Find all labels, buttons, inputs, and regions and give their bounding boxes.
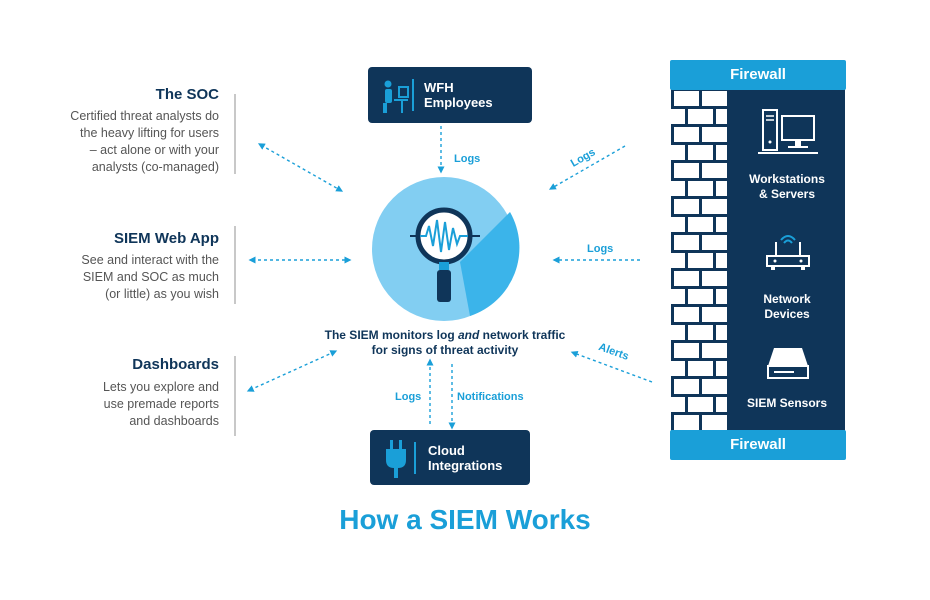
brick-line <box>671 214 727 217</box>
divider <box>234 356 236 436</box>
cloud-logs-label: Logs <box>395 391 422 403</box>
soc-title: The SOC <box>155 86 219 103</box>
divider <box>234 94 236 174</box>
brick-joint <box>685 250 688 268</box>
brick-line <box>671 106 727 109</box>
brick-joint <box>671 304 674 322</box>
plug-icon <box>386 440 406 478</box>
brick-joint <box>671 268 674 286</box>
brick-joint <box>685 394 688 412</box>
brick-joint <box>671 160 674 178</box>
webapp-title: SIEM Web App <box>114 230 219 247</box>
brick-joint <box>671 376 674 394</box>
cloud-integrations-box: Cloud Integrations <box>370 430 530 485</box>
network-devices-label: Network Devices <box>763 292 811 321</box>
brick-joint <box>713 358 716 376</box>
computer-icon <box>758 109 818 154</box>
firewall-bottom-bar: Firewall <box>670 430 846 460</box>
brick-joint <box>671 340 674 358</box>
firewall-bottom-label: Firewall <box>730 436 786 453</box>
cloud-label: Cloud Integrations <box>428 443 503 473</box>
siem-sensors-label: SIEM Sensors <box>746 396 828 410</box>
brick-joint <box>699 340 702 358</box>
brick-joint <box>713 106 716 124</box>
brick-joint <box>685 178 688 196</box>
wfh-label: WFH Employees <box>424 80 493 110</box>
brick-joint <box>713 214 716 232</box>
brick-joint <box>685 142 688 160</box>
brick-line <box>671 358 727 361</box>
workstations-label: Workstations & Servers <box>749 172 825 201</box>
brick-line <box>671 286 727 289</box>
brick-joint <box>713 286 716 304</box>
brick-joint <box>713 142 716 160</box>
brick-joint <box>671 196 674 214</box>
dashboards-title: Dashboards <box>132 356 219 373</box>
brick-joint <box>699 376 702 394</box>
siem-caption: The SIEM monitors log and network traffi… <box>324 328 566 357</box>
brick-line <box>671 178 727 181</box>
brick-line <box>671 394 727 397</box>
firewall-top-bar: Firewall <box>670 60 846 90</box>
brick-joint <box>713 178 716 196</box>
desk-worker-icon <box>383 80 409 113</box>
divider <box>234 226 236 304</box>
webapp-description: See and interact with the SIEM and SOC a… <box>81 253 219 301</box>
brick-joint <box>685 286 688 304</box>
brick-joint <box>713 322 716 340</box>
brick-joint <box>699 88 702 106</box>
brick-line <box>671 250 727 253</box>
firewall-top-label: Firewall <box>730 66 786 83</box>
siem-magnifier-icon <box>372 177 520 321</box>
logs-diag-arrow <box>548 145 626 190</box>
brick-joint <box>699 160 702 178</box>
alerts-arrow <box>570 350 653 383</box>
brick-joint <box>699 196 702 214</box>
brick-line <box>671 142 727 145</box>
brick-joint <box>699 124 702 142</box>
dashboards-description: Lets you explore and use premade reports… <box>102 380 219 428</box>
brick-joint <box>699 304 702 322</box>
wfh-logs-label: Logs <box>454 153 481 165</box>
brick-joint <box>685 322 688 340</box>
brick-joint <box>671 88 674 106</box>
wfh-employees-box: WFH Employees <box>368 67 532 123</box>
brick-joint <box>713 394 716 412</box>
soc-arrow <box>257 143 344 192</box>
box-divider <box>412 79 414 111</box>
brick-joint <box>685 358 688 376</box>
brick-joint <box>685 106 688 124</box>
brick-joint <box>713 250 716 268</box>
soc-description: Certified threat analysts do the heavy l… <box>70 109 219 174</box>
brick-joint <box>699 232 702 250</box>
sensor-icon <box>767 348 809 379</box>
brick-joint <box>699 268 702 286</box>
cloud-notifications-label: Notifications <box>457 391 524 403</box>
box-divider <box>414 442 416 474</box>
brick-joint <box>699 412 702 430</box>
brick-joint <box>671 124 674 142</box>
brick-joint <box>685 214 688 232</box>
brick-line <box>671 322 727 325</box>
brick-joint <box>671 412 674 430</box>
page-title: How a SIEM Works <box>339 504 591 535</box>
router-icon <box>766 235 810 270</box>
brick-joint <box>671 232 674 250</box>
logs-mid-label: Logs <box>587 243 614 255</box>
firewall-wall <box>671 88 845 448</box>
